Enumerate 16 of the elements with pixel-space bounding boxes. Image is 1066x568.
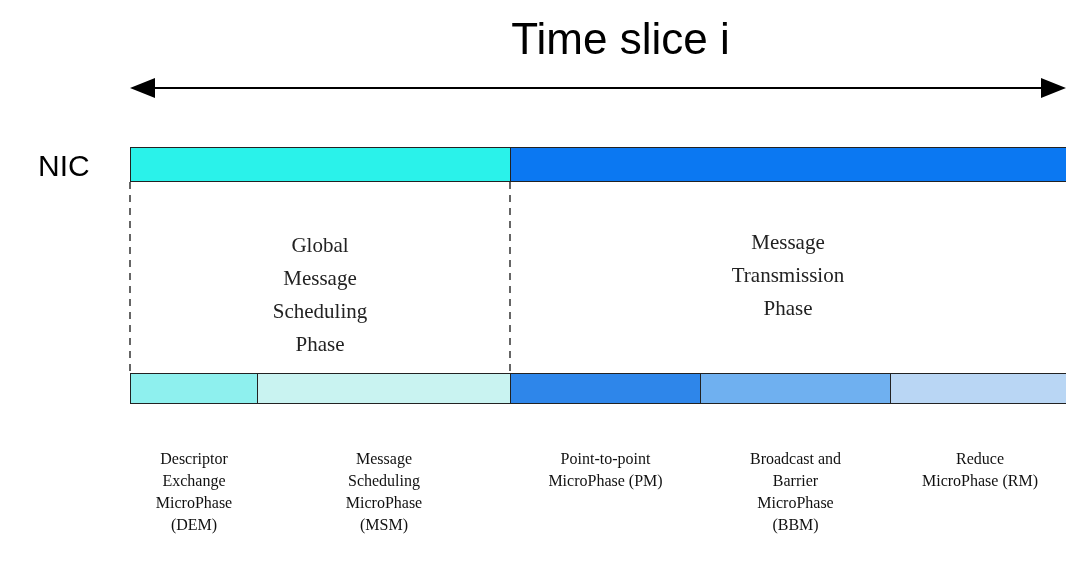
phase-caption: Descriptor Exchange MicroPhase (DEM) — [154, 449, 234, 536]
phase-caption: Broadcast and Barrier MicroPhase (BBM) — [748, 449, 843, 535]
bar-segment — [510, 147, 1066, 182]
bar-segment — [510, 373, 701, 404]
phase-caption: Reduce MicroPhase (RM) — [921, 449, 1039, 492]
phase-caption: Point-to-point MicroPhase (PM) — [547, 449, 664, 492]
bar-segment — [890, 373, 1066, 404]
title: Time slice i — [510, 14, 731, 64]
bar-segment — [130, 373, 258, 404]
phase-label: Message Transmission Phase — [730, 228, 846, 322]
phase-label: Global Message Scheduling Phase — [271, 232, 369, 358]
phase-caption: Message Scheduling MicroPhase (MSM) — [344, 449, 424, 536]
row-label: NIC — [38, 149, 90, 183]
bar-segment — [700, 373, 891, 404]
bar-segment — [130, 147, 511, 182]
bar-segment — [257, 373, 511, 404]
